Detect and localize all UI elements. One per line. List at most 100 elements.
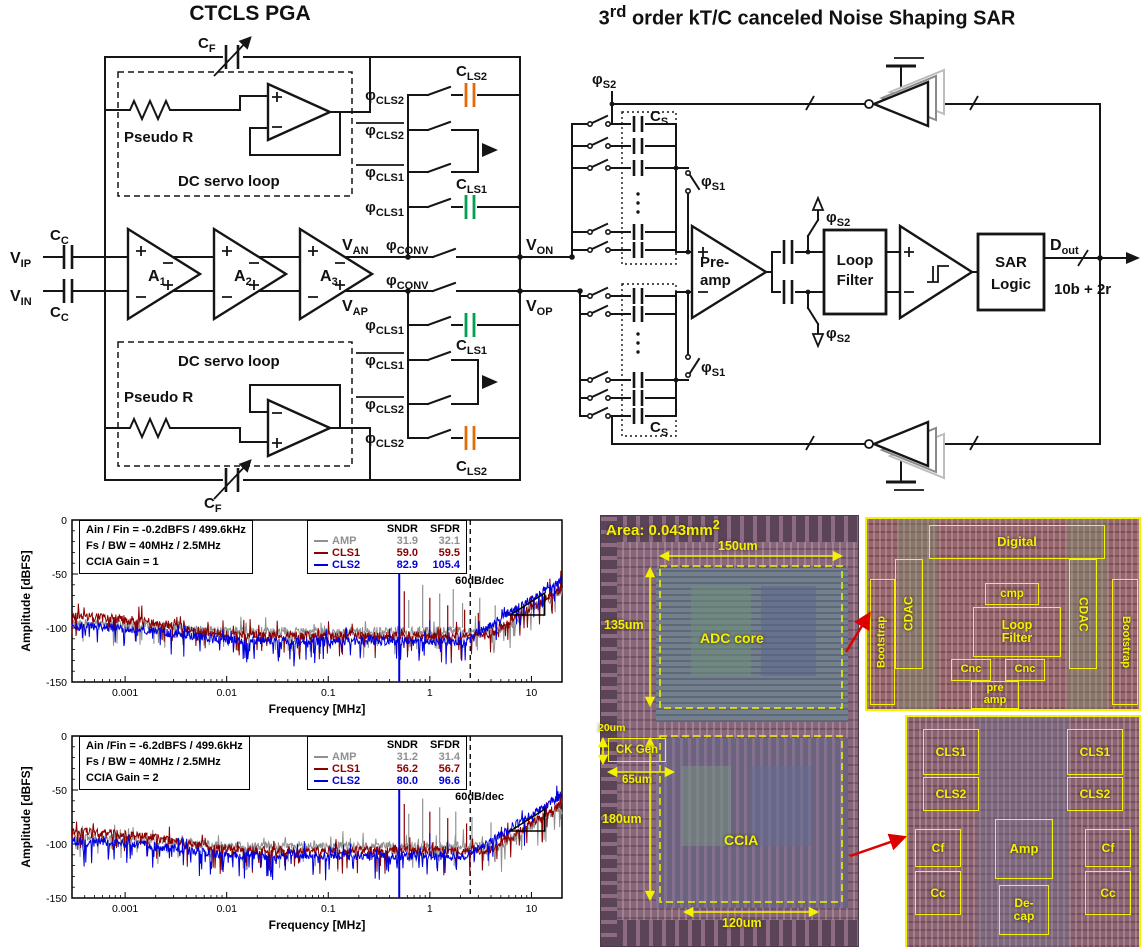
x-tick-label: 0.01: [216, 903, 237, 915]
label-cf-bottom: CF: [204, 495, 222, 512]
label-loop-filter-2: Filter: [837, 272, 874, 289]
inset-block-cls1-right: CLS1: [1067, 729, 1123, 775]
slope-triangle: [507, 807, 546, 832]
label-sar-2: Logic: [991, 276, 1031, 293]
label-vap: VAP: [342, 298, 368, 318]
legend-value: 59.0: [396, 547, 418, 559]
label-phi-cls2-bar-bottom: φCLS2: [365, 396, 404, 416]
phis2-down-arrow: [811, 333, 825, 349]
die-dim-65um: 65um: [622, 774, 653, 786]
label-phi-cls1-top: φCLS1: [365, 199, 404, 219]
y-axis-label: Amplitude [dBFS]: [19, 550, 33, 651]
y-tick-label: 0: [61, 515, 67, 527]
label-a2: A2: [234, 268, 252, 288]
y-tick-label: 0: [61, 731, 67, 743]
label-phi-cls1-bottom: φCLS1: [365, 317, 404, 337]
title-ns-sar: 3rd order kT/C canceled Noise Shaping SA…: [527, 2, 1087, 31]
inset-block-cf-left: Cf: [915, 829, 961, 867]
legend-series-name: CLS2: [314, 775, 376, 787]
legend-value: 96.6: [438, 775, 460, 787]
label-phi-s2-top: φS2: [826, 209, 850, 229]
label-cls2-cap-bottom: CLS2: [456, 458, 487, 478]
y-tick-label: -100: [46, 839, 67, 851]
x-tick-label: 0.1: [321, 903, 336, 915]
legend-value: 80.0: [396, 775, 418, 787]
legend-header-cell: SNDR: [386, 523, 418, 535]
slope-label: 60dB/dec: [455, 575, 504, 587]
die-photo-main: [600, 515, 859, 947]
legend-series-name: AMP: [314, 535, 376, 547]
die-dim-135um: 135um: [604, 618, 644, 632]
chart-traces: [71, 742, 563, 898]
x-axis-label: Frequency [MHz]: [269, 702, 366, 716]
info-line: CCIA Gain = 1: [86, 555, 159, 568]
legend-series-name: CLS1: [314, 547, 376, 559]
amp-polarity-marks: [136, 92, 949, 448]
legend-value: 31.2: [396, 751, 418, 763]
y-tick-label: -50: [52, 785, 67, 797]
comparator-triangle: [898, 223, 975, 321]
bus-slashes: [805, 95, 1089, 451]
inset-block-cdac-right: CDAC: [1069, 559, 1097, 669]
cap-plates-black: [62, 45, 794, 492]
label-cs-bottom: CS: [650, 419, 668, 439]
legend-value: 105.4: [432, 559, 460, 571]
inset-top-texture-1: [897, 519, 937, 709]
label-von: VON: [526, 237, 553, 257]
label-vop: VOP: [526, 298, 553, 318]
label-dc-servo-top: DC servo loop: [178, 173, 280, 190]
label-cc-bottom: CC: [50, 304, 69, 324]
legend-value: 59.5: [438, 547, 460, 559]
label-phi-s1-bottom: φS1: [701, 359, 725, 379]
die-texture-ccia-blue: [751, 766, 811, 846]
slope-label: 60dB/dec: [455, 791, 504, 803]
dac-buffer-top: [864, 57, 945, 128]
die-texture-pads-bottom: [601, 920, 858, 946]
legend-series-name: AMP: [314, 751, 376, 763]
x-tick-label: 0.1: [321, 687, 336, 699]
schematic: CF CF Pseudo R DC servo loop DC servo lo…: [10, 35, 1140, 512]
die-inset-ccia: CLS1 CLS1 CLS2 CLS2 Cf Cf Amp Cc Cc De-c…: [905, 715, 1141, 947]
inset-block-digital: Digital: [929, 525, 1105, 559]
sar-logic-box: [976, 232, 1046, 312]
inset-block-cls1-left: CLS1: [923, 729, 979, 775]
legend-value: 56.7: [438, 763, 460, 775]
cls-node-arrow-bottom: [482, 375, 498, 389]
x-tick-label: 1: [427, 687, 433, 699]
inset-block-cdac-left: CDAC: [895, 559, 923, 669]
label-preamp-1: Pre-: [700, 254, 729, 271]
label-cls1-cap-bottom: CLS1: [456, 337, 487, 357]
y-tick-label: -150: [46, 893, 67, 905]
inset-block-cc-left: Cc: [915, 871, 961, 915]
info-line: Ain /Fin = -6.2dBFS / 499.6kHz: [86, 740, 243, 752]
die-dim-20um: 20um: [598, 722, 626, 734]
die-texture-pads-left: [601, 516, 617, 946]
title-ns-sar-sup: rd: [609, 2, 627, 21]
sar-wires: [571, 65, 1127, 483]
label-vin: VIN: [10, 288, 32, 308]
legend-row-cls1: CLS1 59.0 59.5: [314, 547, 460, 559]
trace-cls1: [71, 791, 563, 876]
cap-array-box-bottom: [621, 283, 677, 437]
legend-swatch: [314, 779, 328, 783]
legend-value: 56.2: [396, 763, 418, 775]
die-inset-adc: Digital CDAC CDAC Bootstrap Bootstrap cm…: [865, 517, 1141, 711]
x-tick-label: 1: [427, 903, 433, 915]
amp-a2: [212, 226, 289, 322]
die-texture-adc-blue: [761, 586, 816, 676]
die-label-adc-core: ADC core: [700, 630, 764, 646]
legend-swatch: [314, 551, 328, 555]
legend-swatch: [314, 767, 328, 771]
switch-diagonals: [426, 85, 820, 440]
cap-plates-green: [464, 195, 476, 337]
label-cls2-cap-top: CLS2: [456, 63, 487, 83]
label-van: VAN: [342, 237, 369, 257]
title-ns-sar-rest: order kT/C canceled Noise Shaping SAR: [626, 7, 1016, 30]
inset-block-bootstrap-left: Bootstrap: [870, 579, 895, 705]
label-bits: 10b + 2r: [1054, 281, 1111, 298]
label-a1: A1: [148, 268, 166, 288]
